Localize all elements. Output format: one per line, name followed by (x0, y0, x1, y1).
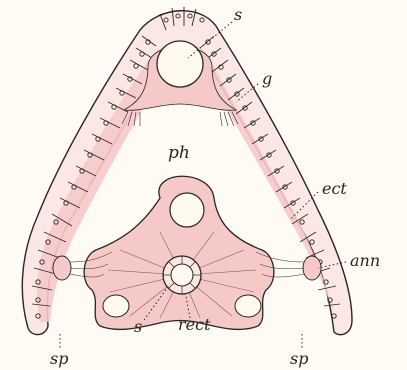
lower-right-vesicle (235, 295, 261, 317)
lower-left-vesicle (103, 295, 129, 317)
label-rect: rect (178, 315, 211, 334)
label-ph: ph (168, 143, 190, 163)
left-annulus-mass (53, 256, 71, 280)
label-s-top: s (234, 5, 242, 24)
apex-vesicle (157, 41, 203, 87)
label-s-bottom: s (134, 317, 142, 336)
rectum-ring-inner (171, 264, 193, 286)
label-g: g (262, 69, 272, 88)
label-ect: ect (322, 179, 347, 198)
label-sp-left: sp (50, 349, 68, 368)
label-ann: ann (350, 251, 380, 270)
lower-vesicle (170, 193, 204, 227)
label-sp-right: sp (290, 349, 308, 368)
